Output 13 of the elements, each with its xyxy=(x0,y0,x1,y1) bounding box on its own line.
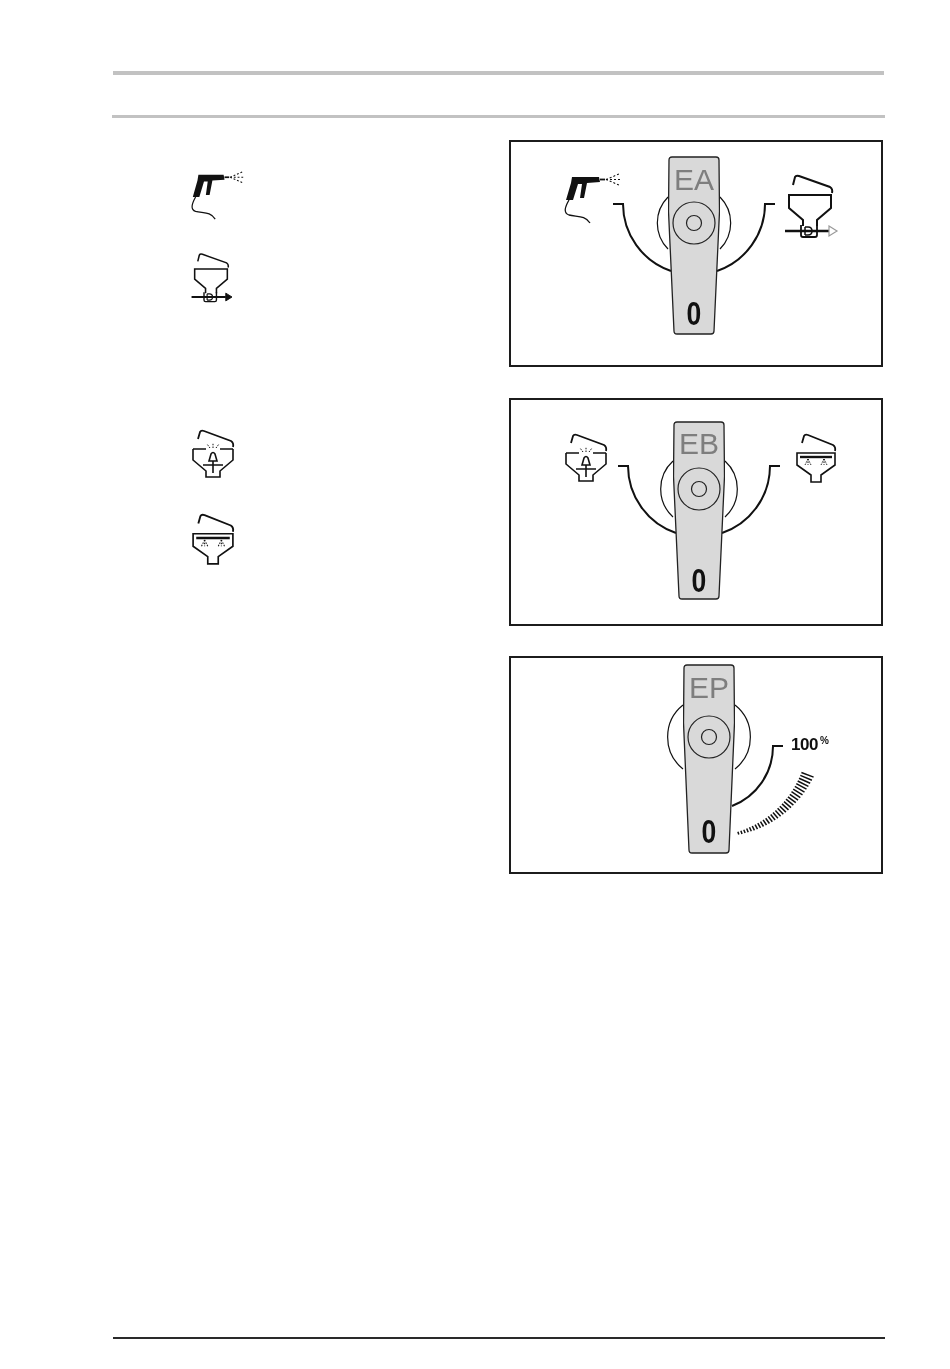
lever-code-label: EB xyxy=(679,429,719,459)
figure-panel xyxy=(509,656,883,874)
scale-label: 100$^{%}$ xyxy=(791,736,829,753)
zero-position-label: 0 xyxy=(691,563,707,597)
lever-code-label: EA xyxy=(674,165,714,195)
selector-lever xyxy=(668,156,720,335)
lever-code-label: EP xyxy=(689,673,729,703)
zero-position-label: 0 xyxy=(686,296,702,330)
zero-position-label: 0 xyxy=(701,814,717,848)
figure-panel xyxy=(509,140,883,367)
selector-lever xyxy=(673,421,725,600)
figure-panel xyxy=(509,398,883,626)
selector-lever xyxy=(683,664,735,854)
